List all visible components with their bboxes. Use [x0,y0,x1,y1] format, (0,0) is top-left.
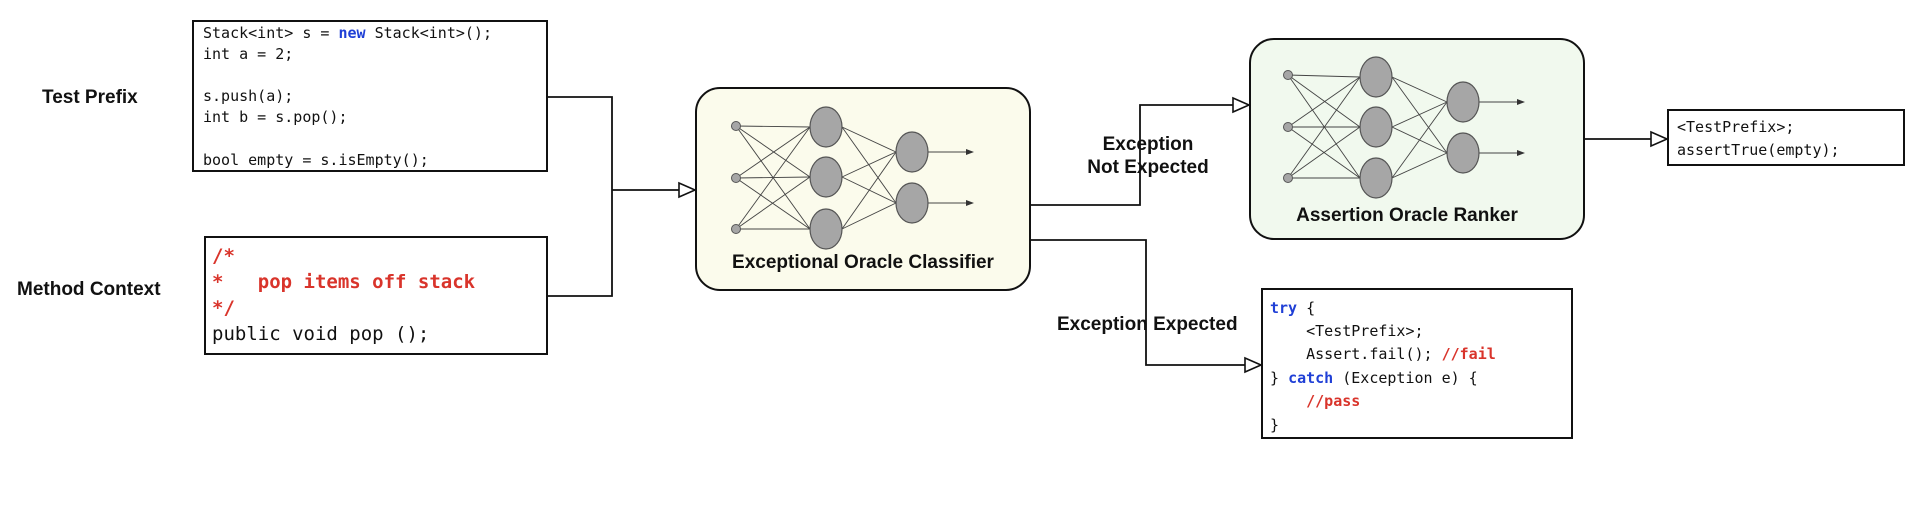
code-line: } [1270,416,1279,434]
code-line: */ [212,297,235,319]
output-arrow [966,149,974,155]
hidden-node [895,131,929,173]
code-line: int b = s.pop(); [203,108,348,126]
input-node [1283,70,1293,80]
code-line: Stack<int> s = new Stack<int>(); [203,24,492,42]
code-line: } catch (Exception e) { [1270,369,1478,387]
ranker-label: Assertion Oracle Ranker [1296,205,1518,226]
test-prefix-label: Test Prefix [42,87,138,108]
code-line: Assert.fail(); //fail [1270,345,1496,363]
input-merge-connector [548,96,697,297]
network-edge [1287,76,1361,179]
exceptional-oracle-classifier: Exceptional Oracle Classifier [695,87,1031,291]
network-edge [1391,152,1448,179]
code-line: int a = 2; [203,45,293,63]
code-line: bool empty = s.isEmpty(); [203,151,429,169]
ranker-output-connector [1585,130,1669,148]
network-edge [1287,74,1361,128]
code-line: * pop items off stack [212,271,476,293]
code-line: public void pop (); [212,323,429,345]
hidden-node [809,208,843,250]
input-node [731,224,741,234]
hidden-node [895,182,929,224]
output-arrow [966,200,974,206]
assertion-output-code-box: <TestPrefix>; assertTrue(empty); [1667,109,1905,166]
network-edge [735,176,811,230]
input-node [1283,122,1293,132]
code-line: <TestPrefix>; [1677,118,1794,136]
exception-output-code-box: try { <TestPrefix>; Assert.fail(); //fai… [1261,288,1573,439]
method-context-code-box: /* * pop items off stack */ public void … [204,236,548,355]
exception-expected-label: Exception Expected [1057,314,1238,335]
hidden-node [809,106,843,148]
exception-expected-connector [1031,239,1263,374]
network-edge [841,126,897,153]
code-line: assertTrue(empty); [1677,141,1840,159]
hidden-node [1446,81,1480,123]
input-node [731,173,741,183]
network-edge [1287,126,1361,179]
network-edge [841,202,897,230]
arrowhead [1244,356,1263,374]
network-edge [1391,76,1448,154]
network-edge [1287,74,1361,78]
network-edge [1391,101,1448,179]
classifier-network-icon [731,106,974,250]
hidden-node [1359,106,1393,148]
method-context-label: Method Context [17,279,161,300]
code-line: /* [212,245,235,267]
test-prefix-code-box: Stack<int> s = new Stack<int>(); int a =… [192,20,548,172]
network-edge [1391,101,1448,128]
code-line: try { [1270,299,1315,317]
arrowhead [678,181,697,199]
output-arrow [1517,99,1525,105]
network-edge [841,151,897,230]
exception-not-expected-connector [1031,96,1251,206]
ranker-network-icon [1283,56,1525,199]
network-edge [735,125,811,178]
arrowhead [1232,96,1251,114]
assertion-oracle-ranker: Assertion Oracle Ranker [1249,38,1585,240]
hidden-node [1359,157,1393,199]
network-edge [1287,74,1361,179]
input-node [1283,173,1293,183]
classifier-label: Exceptional Oracle Classifier [732,252,995,273]
arrowhead [1650,130,1669,148]
network-edge [841,126,897,204]
code-line: s.push(a); [203,87,293,105]
code-line: <TestPrefix>; [1270,322,1424,340]
network-edge [841,151,897,178]
network-edge [1391,76,1448,103]
code-line: //pass [1270,392,1360,410]
input-node [731,121,741,131]
hidden-node [809,156,843,198]
hidden-node [1446,132,1480,174]
output-arrow [1517,150,1525,156]
network-edge [1287,76,1361,128]
network-edge [735,125,811,128]
network-edge [735,126,811,179]
hidden-node [1359,56,1393,98]
network-edge [735,126,811,230]
